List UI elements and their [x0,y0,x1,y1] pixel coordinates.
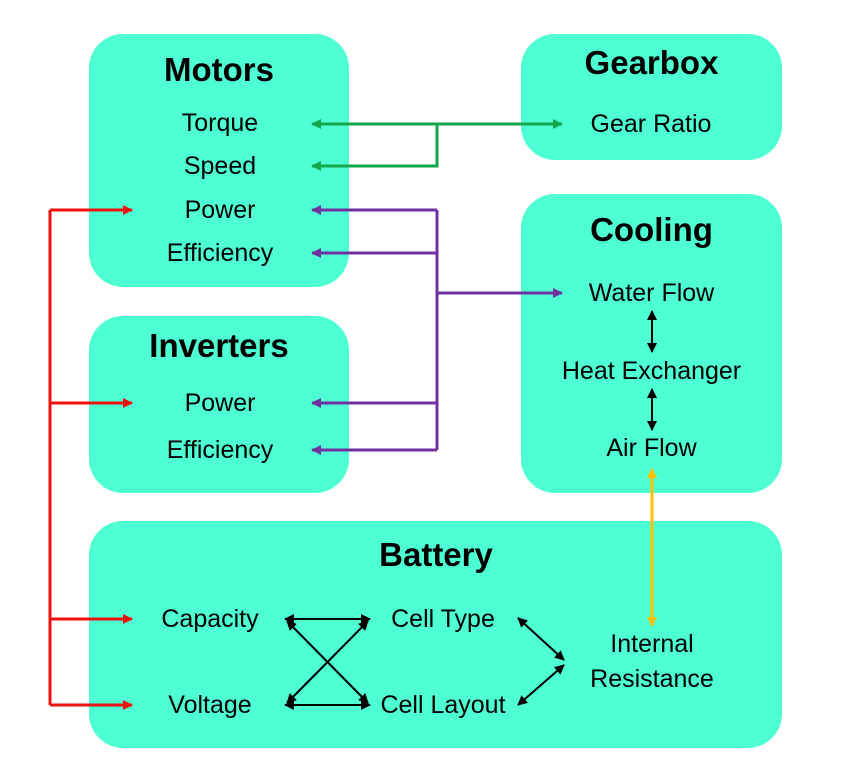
gear-ratio-label: Gear Ratio [590,110,712,138]
motors-power-label: Power [184,196,256,224]
gearbox-box [521,34,782,160]
cooling-title: Cooling [590,211,713,248]
motors-title: Motors [164,51,274,88]
green-links [311,119,563,171]
capacity-label: Capacity [161,605,259,633]
internal-resistance-label-line2: Resistance [590,665,714,693]
air-flow-label: Air Flow [606,434,697,462]
red-links [48,205,133,710]
battery-box [89,521,782,748]
speed-gear-ratio-link [311,124,439,171]
battery-title: Battery [379,536,493,573]
purple-links [311,205,563,455]
inverters-title: Inverters [149,327,289,364]
internal-resistance-label-line1: Internal [610,630,694,658]
water-flow-label: Water Flow [588,279,715,307]
voltage-label: Voltage [168,691,252,719]
celllayout-resistance-link [517,664,565,706]
motors-efficiency-label: Efficiency [166,239,274,267]
cell-layout-label: Cell Layout [380,691,506,719]
voltage-celltype-link [286,620,369,704]
motors-speed-label: Speed [183,152,257,180]
motors-box [89,34,349,287]
heat-exchanger-label: Heat Exchanger [561,357,742,385]
inverters-power-label: Power [184,389,256,417]
inverters-efficiency-label: Efficiency [166,436,274,464]
cell-type-label: Cell Type [391,605,495,633]
celltype-resistance-link [517,617,565,661]
black-links [284,310,657,710]
motors-torque-label: Torque [181,109,259,137]
gearbox-title: Gearbox [584,44,719,81]
